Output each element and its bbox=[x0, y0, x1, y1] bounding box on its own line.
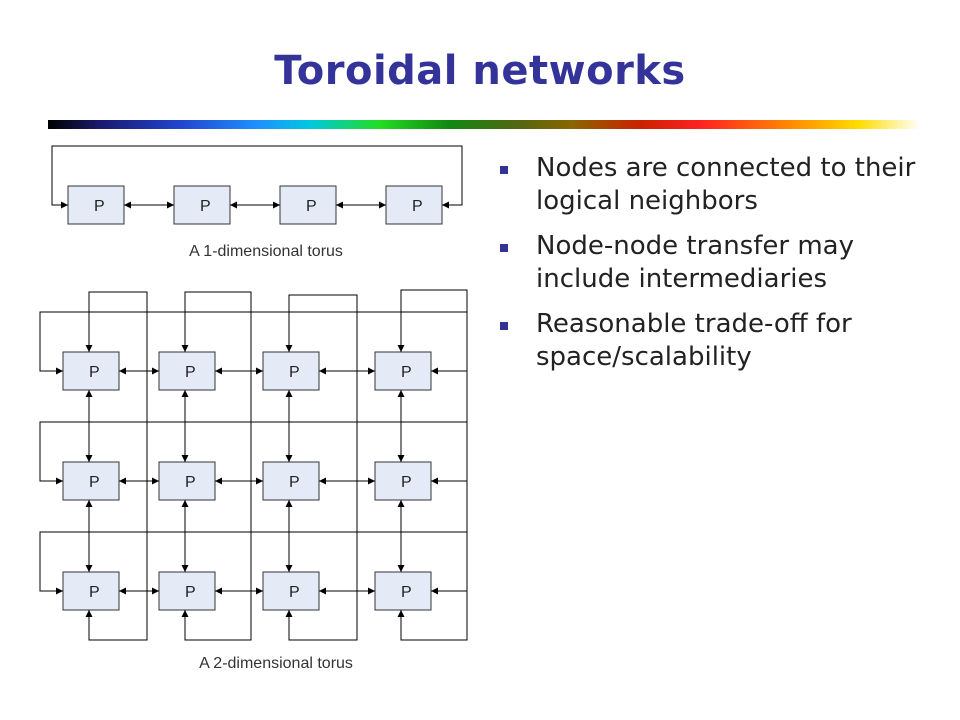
processor-node: P bbox=[62, 571, 120, 611]
column-wraparound-arrow bbox=[285, 294, 358, 641]
node-label: P bbox=[94, 198, 105, 215]
torus-2d-diagram: P P P P P P P P P P P P bbox=[39, 289, 468, 641]
torus-2d-caption: A 2-dimensional torus bbox=[199, 655, 353, 672]
processor-node: P bbox=[262, 351, 320, 391]
square-bullet-icon bbox=[500, 244, 508, 252]
node-label: P bbox=[401, 474, 412, 491]
processor-node: P bbox=[262, 571, 320, 611]
node-label: P bbox=[412, 198, 423, 215]
processor-node: P bbox=[262, 461, 320, 501]
bullet-item: Node-node transfer may include intermedi… bbox=[500, 230, 940, 296]
torus-1d-caption: A 1-dimensional torus bbox=[189, 243, 343, 260]
processor-node: P bbox=[374, 351, 432, 391]
square-bullet-icon bbox=[500, 166, 508, 174]
node-label: P bbox=[306, 198, 317, 215]
node-label: P bbox=[89, 584, 100, 601]
slide-title: Toroidal networks bbox=[274, 48, 686, 94]
node-label: P bbox=[185, 584, 196, 601]
processor-node: P bbox=[374, 571, 432, 611]
processor-node: P bbox=[374, 461, 432, 501]
column-wraparound-arrow bbox=[85, 291, 148, 641]
square-bullet-icon bbox=[500, 322, 508, 330]
node-label: P bbox=[289, 364, 300, 381]
column-wraparound-arrow bbox=[397, 289, 468, 641]
node-label: P bbox=[89, 364, 100, 381]
node-label: P bbox=[289, 474, 300, 491]
processor-node: P bbox=[67, 185, 125, 225]
row-wraparound-arrow bbox=[39, 311, 468, 375]
wraparound-link-arrow bbox=[51, 145, 463, 209]
processor-node: P bbox=[158, 351, 216, 391]
bullet-text: Nodes are connected to their logical nei… bbox=[536, 153, 916, 216]
node-label: P bbox=[289, 584, 300, 601]
bullet-item: Nodes are connected to their logical nei… bbox=[500, 152, 940, 218]
processor-node: P bbox=[279, 185, 337, 225]
node-label: P bbox=[200, 198, 211, 215]
row-wraparound-arrow bbox=[39, 421, 468, 485]
node-label: P bbox=[185, 364, 196, 381]
title-gradient-rule bbox=[48, 120, 920, 129]
bullet-text: Reasonable trade-off for space/scalabili… bbox=[536, 309, 852, 372]
node-label: P bbox=[401, 584, 412, 601]
bullet-text: Node-node transfer may include intermedi… bbox=[536, 231, 854, 294]
row-wraparound-arrow bbox=[39, 531, 468, 595]
bullet-list: Nodes are connected to their logical nei… bbox=[500, 152, 940, 386]
node-label: P bbox=[185, 474, 196, 491]
bullet-item: Reasonable trade-off for space/scalabili… bbox=[500, 308, 940, 374]
processor-node: P bbox=[62, 461, 120, 501]
processor-node: P bbox=[173, 185, 231, 225]
processor-node: P bbox=[62, 351, 120, 391]
processor-node: P bbox=[385, 185, 443, 225]
node-label: P bbox=[401, 364, 412, 381]
processor-node: P bbox=[158, 461, 216, 501]
processor-node: P bbox=[158, 571, 216, 611]
node-label: P bbox=[89, 474, 100, 491]
column-wraparound-arrow bbox=[181, 291, 252, 641]
